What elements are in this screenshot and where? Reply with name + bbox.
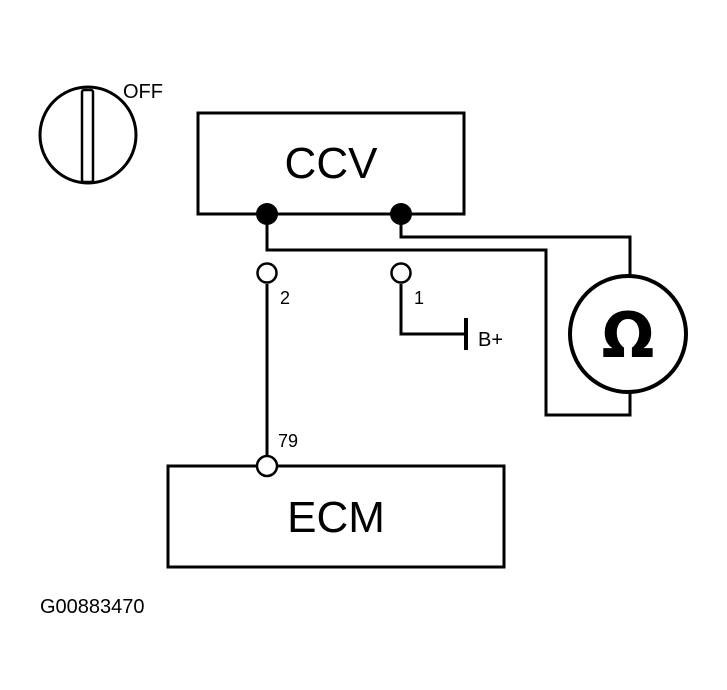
connector-pin-2: [256, 262, 278, 284]
pin-label-1: 1: [414, 288, 424, 308]
ecm-box: [166, 464, 506, 569]
ccv-label: CCV: [285, 139, 379, 188]
ccv-terminal-left: [256, 203, 278, 225]
ohmmeter-symbol: Ω: [602, 299, 655, 372]
ohmmeter-lead-left: [265, 214, 632, 417]
pin-label-2: 2: [280, 288, 290, 308]
connector-pin-1: [390, 262, 412, 284]
figure-reference: G00883470: [40, 596, 145, 618]
ignition-switch-icon: [38, 85, 138, 185]
ccv-terminal-right: [390, 203, 412, 225]
ccv-box: [196, 111, 466, 216]
ecm-pin-79: [255, 454, 279, 478]
pin-label-79: 79: [278, 431, 298, 451]
ecm-label: ECM: [287, 493, 385, 542]
supply-wire: [399, 284, 466, 336]
switch-state-label: OFF: [123, 81, 163, 103]
ohmmeter-lead-right: [399, 214, 632, 276]
supply-label: B+: [478, 329, 503, 351]
ohmmeter-icon: [568, 274, 688, 394]
